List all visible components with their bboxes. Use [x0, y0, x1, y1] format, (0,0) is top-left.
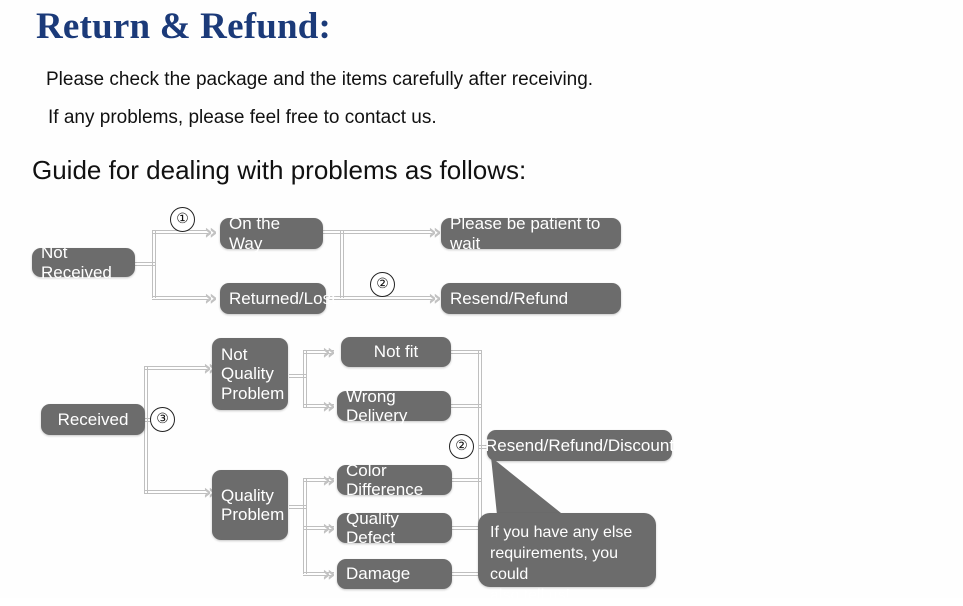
callout-tail: [491, 457, 561, 515]
connector-damage-out: [451, 572, 482, 576]
connector-to-quality-defect: [303, 526, 334, 530]
arrowhead-color-difference: »: [322, 468, 336, 492]
intro-line-2: If any problems, please feel free to con…: [48, 107, 437, 128]
node-quality-problem[interactable]: Quality Problem: [212, 470, 288, 540]
connector-not-received-out: [134, 262, 156, 266]
node-not-received[interactable]: Not Received: [32, 243, 135, 282]
node-not-quality-problem[interactable]: Not Quality Problem: [212, 338, 288, 410]
connector-bus-top-right: [340, 230, 344, 298]
connector-to-wrong-delivery: [303, 404, 334, 408]
node-wrong-delivery[interactable]: Wrong Delivery: [337, 387, 451, 425]
connector-to-damage: [303, 572, 334, 576]
connector-to-please-be-patient: [340, 230, 432, 234]
step-marker-2-bottom: ②: [449, 434, 474, 459]
arrowhead-not-fit: »: [322, 340, 336, 364]
node-quality-defect[interactable]: Quality Defect: [337, 509, 452, 547]
node-returned-lost[interactable]: Returned/Lost: [220, 283, 336, 314]
arrowhead-returned-lost: »: [204, 286, 218, 310]
connector-on-the-way-out: [322, 230, 344, 234]
node-on-the-way[interactable]: On the Way: [220, 214, 323, 253]
node-color-difference[interactable]: Color Difference: [337, 461, 452, 499]
step-marker-1: ①: [170, 207, 195, 232]
connector-to-returned-lost: [152, 296, 208, 300]
step-marker-2-top: ②: [370, 272, 395, 297]
connector-bus-not-quality: [303, 350, 307, 408]
connector-to-resend-refund: [322, 296, 432, 300]
connector-to-not-fit: [303, 350, 334, 354]
page-title: Return & Refund:: [36, 6, 332, 47]
connector-quality-out: [289, 505, 307, 509]
connector-to-color-difference: [303, 478, 334, 482]
connector-not-quality-out: [289, 374, 307, 378]
connector-bus-received: [144, 366, 148, 494]
arrowhead-quality-defect: »: [322, 516, 336, 540]
connector-wrong-delivery-out: [451, 404, 482, 408]
arrowhead-wrong-delivery: »: [322, 394, 336, 418]
node-please-be-patient[interactable]: Please be patient to wait: [441, 214, 621, 253]
connector-not-fit-out: [451, 350, 482, 354]
step-marker-3: ③: [150, 407, 175, 432]
connector-color-difference-out: [451, 478, 482, 482]
arrowhead-on-the-way: »: [204, 220, 218, 244]
connector-bus-not-received: [152, 230, 156, 298]
connector-to-quality: [144, 490, 207, 494]
intro-line-1: Please check the package and the items c…: [46, 69, 594, 90]
node-damage[interactable]: Damage: [337, 559, 452, 589]
guide-subtitle: Guide for dealing with problems as follo…: [32, 155, 527, 185]
arrowhead-damage: »: [322, 562, 336, 586]
connector-quality-defect-out: [451, 526, 482, 530]
connector-bus-right-merge: [478, 350, 482, 576]
connector-to-not-quality: [144, 366, 207, 370]
node-received[interactable]: Received: [41, 404, 145, 435]
node-resend-refund-discount[interactable]: Resend/Refund/Discount: [485, 430, 674, 461]
node-resend-refund[interactable]: Resend/Refund: [441, 283, 621, 314]
callout-extra-requirements: If you have any else requirements, you c…: [478, 513, 656, 604]
arrowhead-resend-refund: »: [428, 286, 442, 310]
arrowhead-please-be-patient: »: [428, 220, 442, 244]
node-not-fit[interactable]: Not fit: [341, 337, 451, 367]
